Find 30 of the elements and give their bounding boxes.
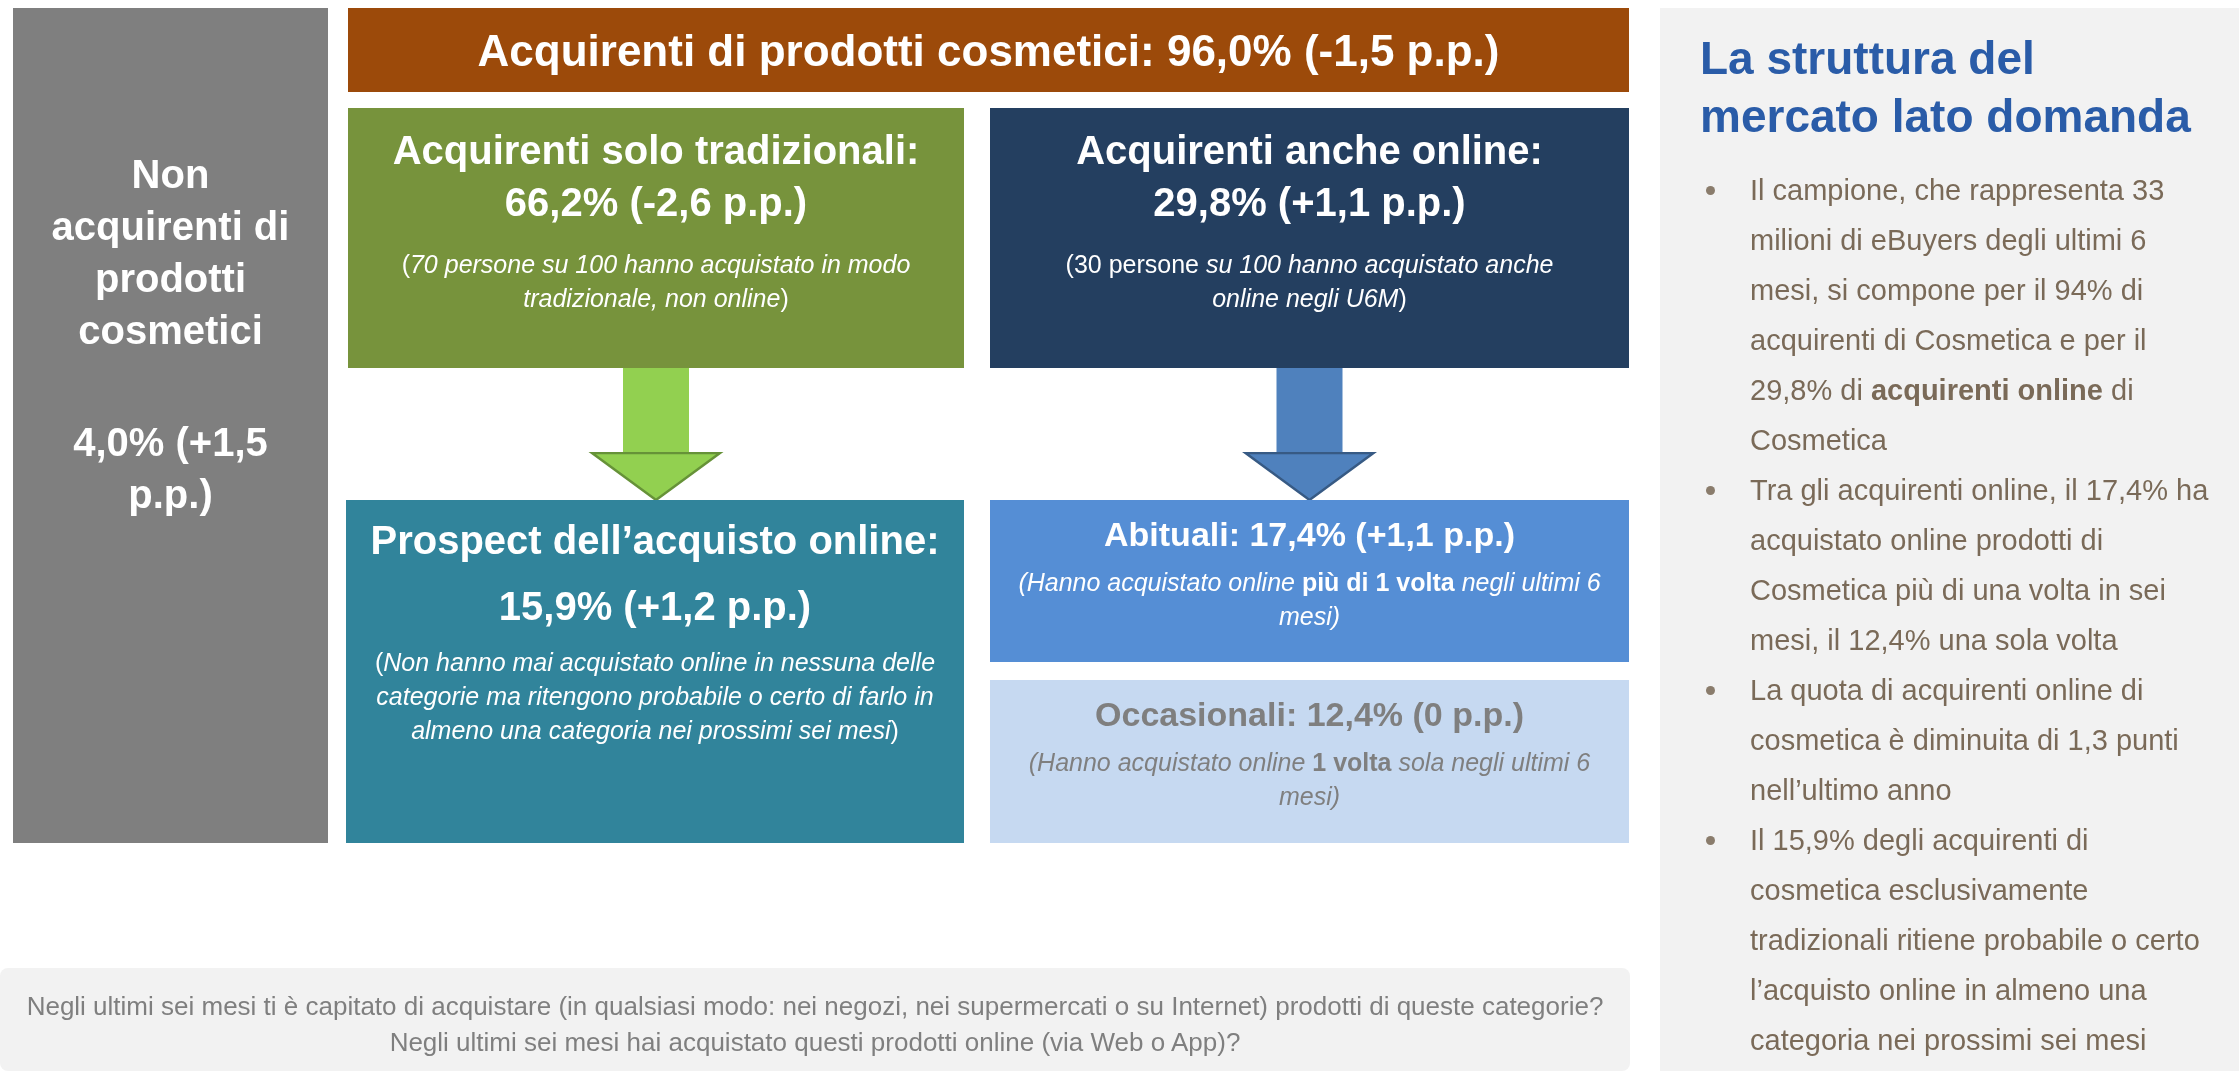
percentage-value: 4,0% (+1,5 p.p.) [72, 419, 269, 518]
segment-box [348, 108, 964, 368]
segment-box [990, 680, 1629, 843]
box-heading: Acquirenti solo tradizionali: 66,2% (-2,6 p.p.) [391, 127, 921, 226]
box-heading: Acquirenti anche online: 29,8% (+1,1 p.p.) [1075, 127, 1544, 226]
block-arrow [1244, 368, 1375, 502]
block-arrow [590, 368, 722, 502]
segment-box [990, 108, 1629, 368]
bullet-text: Tra gli acquirenti online, il 17,4% ha acquistato online prodotti di Cosmetica più di una volta in sei mesi, il 12,4% una sola volta [1750, 474, 2209, 656]
segment-box [13, 8, 328, 843]
box-heading: Non acquirenti di prodotti cosmetici [50, 151, 291, 354]
box-note: (Hanno acquistato online 1 volta sola negli ultimi 6 mesi) [1027, 747, 1592, 812]
bullet-text: Il campione, che rappresenta 33 milioni di eBuyers degli ultimi 6 mesi, si compone per il 94% di acquirenti di Cosmetica e per il 29,8% di acquirenti online di Cosmetica [1750, 174, 2165, 456]
box-note: (Non hanno mai acquistato online in nessuna delle categorie ma ritengono probabile o certo di farlo in almeno una categoria nei prossimi sei mesi) [373, 647, 937, 746]
box-note: (70 persone su 100 hanno acquistato in modo tradizionale, non online) [400, 249, 912, 314]
percentage-value: 15,9% (+1,2 p.p.) [498, 583, 812, 630]
box-heading: Abituali: 17,4% (+1,1 p.p.) [1104, 514, 1515, 555]
box-heading: Occasionali: 12,4% (0 p.p.) [1095, 694, 1524, 735]
summary-panel [1660, 8, 2239, 1071]
panel-title: La struttura del mercato lato domanda [1700, 31, 2192, 144]
segment-box [346, 500, 964, 843]
box-note: (Hanno acquistato online più di 1 volta negli ultimi 6 mesi) [1017, 567, 1602, 632]
segment-box [990, 500, 1629, 662]
box-heading: Prospect dell’acquisto online: [370, 517, 940, 564]
box-note: (30 persone su 100 hanno acquistato anche online negli U6M) [1064, 249, 1555, 314]
bullet-text: Il 15,9% degli acquirenti di cosmetica esclusivamente tradizionali ritiene probabile o certo l’acquisto online in almeno una categoria nei prossimi sei mesi [1750, 824, 2200, 1056]
total-box [348, 8, 1629, 92]
question-text: Negli ultimi sei mesi ti è capitato di acquistare (in qualsiasi modo: nei negozi, nei supermercati o su Internet) prodotti di queste categorie? Negli ultimi sei mesi hai acquistato questi prodotti online (via Web o App)? [25, 990, 1605, 1060]
bullet-text: La quota di acquirenti online di cosmetica è diminuita di 1,3 punti nell’ultimo anno [1750, 674, 2179, 806]
box-heading: Acquirenti di prodotti cosmetici: 96,0% (-1,5 p.p.) [477, 25, 1500, 77]
